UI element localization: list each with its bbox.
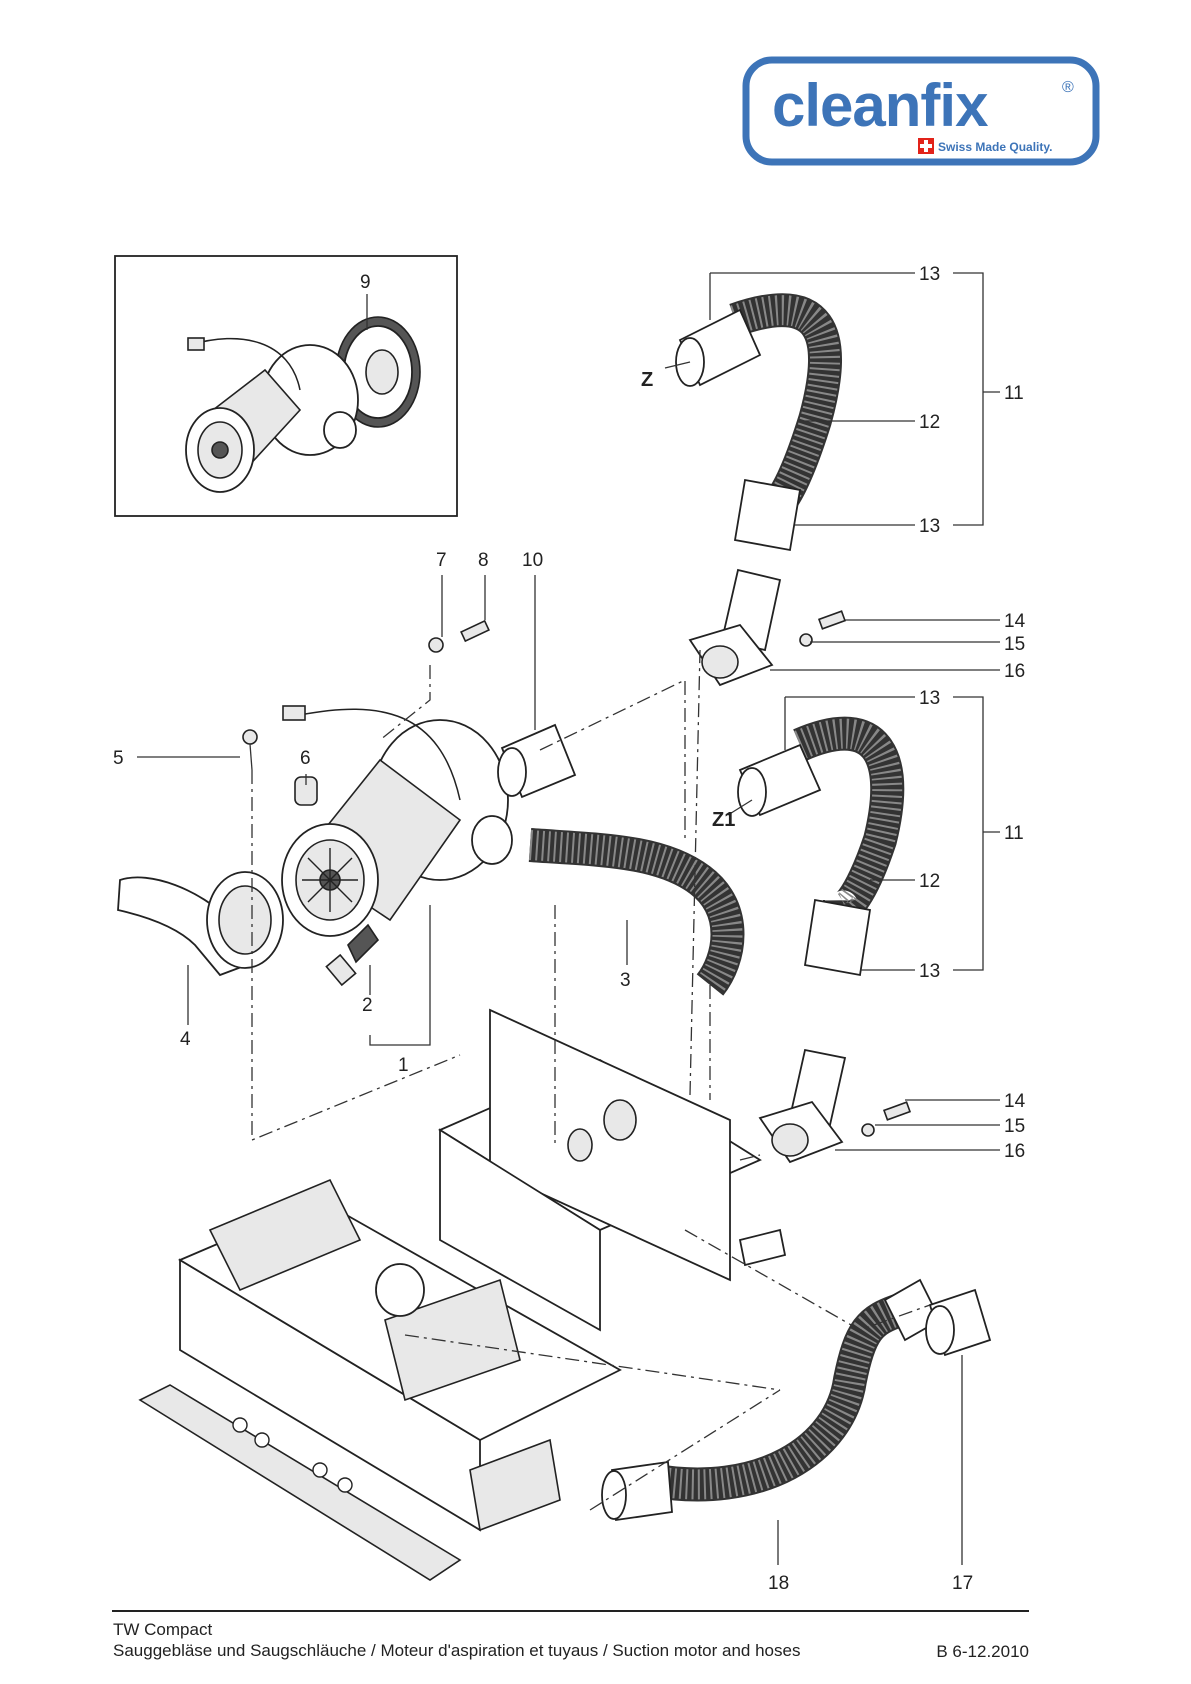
- callout-3: 3: [620, 970, 631, 991]
- callout-10: 10: [522, 550, 543, 571]
- upper-elbow-flange: [690, 570, 780, 685]
- model-title: TW Compact: [113, 1620, 1029, 1640]
- callout-12-a: 12: [919, 412, 940, 433]
- callout-14-a: 14: [1004, 611, 1026, 632]
- hose-part-3: [530, 845, 728, 985]
- callout-9: 9: [360, 272, 371, 293]
- callout-15-a: 15: [1004, 634, 1025, 655]
- marker-z: Z: [641, 369, 653, 391]
- washer-part-7: [429, 638, 443, 652]
- hose-part-18: [602, 1280, 940, 1520]
- callout-11-b: 11: [1004, 823, 1024, 844]
- washer-part-15-lower: [862, 1124, 874, 1136]
- callout-13-d: 13: [919, 961, 940, 982]
- screw-part-8: [461, 621, 489, 641]
- callout-8: 8: [478, 550, 489, 571]
- suction-motor-part-1: [282, 706, 512, 936]
- screw-part-14-lower: [884, 1102, 910, 1120]
- callout-4: 4: [180, 1029, 191, 1050]
- callout-13-b: 13: [919, 516, 940, 537]
- callout-13-a: 13: [919, 264, 940, 285]
- callout-17: 17: [952, 1573, 973, 1594]
- footer: TW Compact Sauggebläse und Saugschläuche…: [113, 1620, 1029, 1662]
- document-code: B 6-12.2010: [936, 1642, 1029, 1662]
- sleeve-part-10: [498, 725, 575, 797]
- screw-part-5: [243, 730, 257, 770]
- sheet-description: Sauggebläse und Saugschläuche / Moteur d…: [113, 1640, 1029, 1662]
- lower-elbow-flange: [760, 1050, 845, 1162]
- callout-6: 6: [300, 748, 311, 769]
- footer-rule: [112, 1610, 1029, 1612]
- screw-part-14-upper: [819, 611, 845, 629]
- callout-15-b: 15: [1004, 1116, 1025, 1137]
- callout-13-c: 13: [919, 688, 940, 709]
- callout-7: 7: [436, 550, 447, 571]
- washer-part-15-upper: [800, 634, 812, 646]
- inset-motor-variant: [115, 256, 457, 516]
- callout-11-a: 11: [1004, 383, 1024, 404]
- callout-14-b: 14: [1004, 1091, 1026, 1112]
- outlet-elbow-part-4: [118, 872, 283, 975]
- callout-2: 2: [362, 995, 373, 1016]
- callout-18: 18: [768, 1573, 789, 1594]
- callout-16-a: 16: [1004, 661, 1025, 682]
- callout-16-b: 16: [1004, 1141, 1025, 1162]
- callout-12-b: 12: [919, 871, 940, 892]
- upper-hose-assembly: [676, 310, 825, 550]
- callout-5: 5: [113, 748, 124, 769]
- marker-z1: Z1: [712, 809, 735, 831]
- lower-hose-assembly: [738, 734, 887, 975]
- sleeve-part-17: [926, 1290, 990, 1355]
- callout-1: 1: [398, 1055, 409, 1076]
